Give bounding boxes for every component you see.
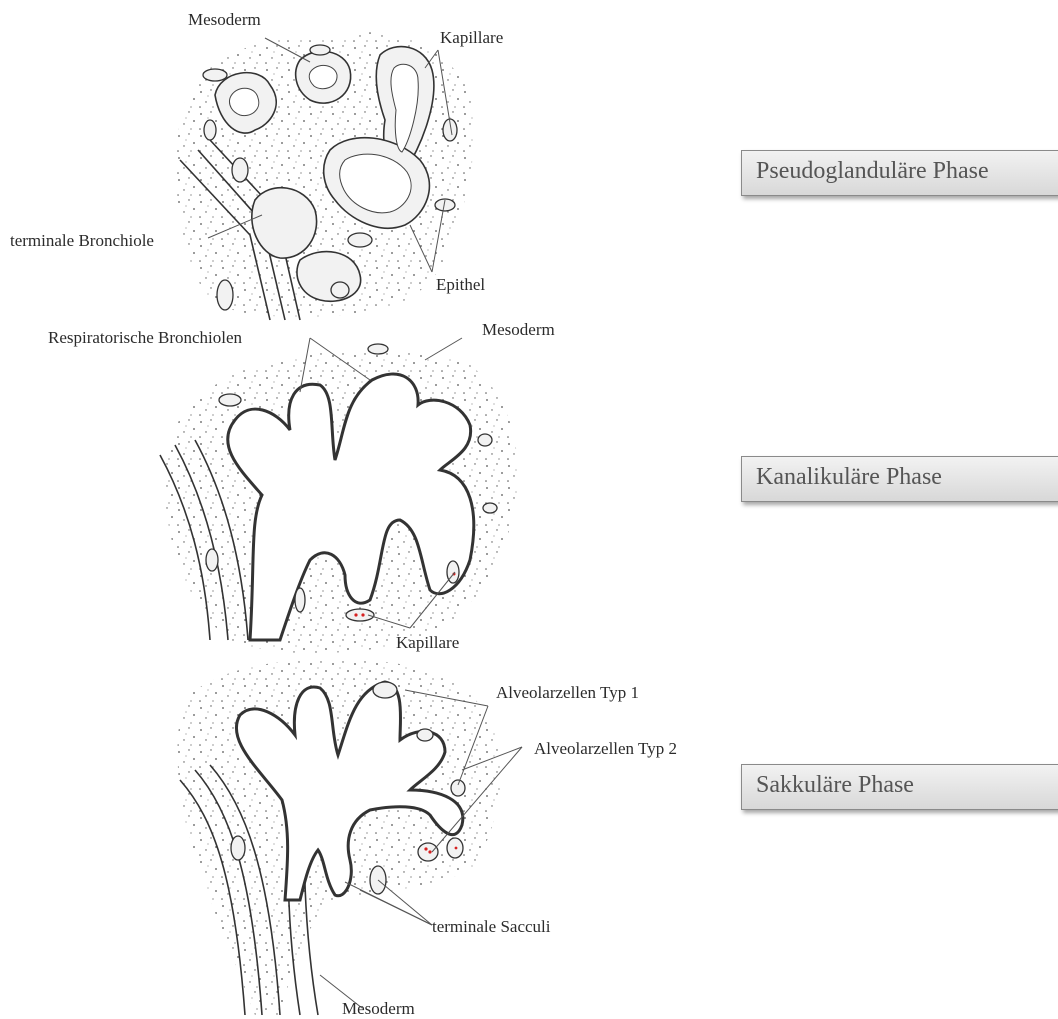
label-p2-kapillare: Kapillare (396, 633, 459, 652)
label-p3-terminale-sacculi: terminale Sacculi (432, 917, 551, 936)
phase-box-canalicular: Kanalikuläre Phase (741, 456, 1058, 502)
label-p3-alveolarzellen-typ2: Alveolarzellen Typ 2 (534, 739, 677, 758)
label-p3-alveolarzellen-typ1: Alveolarzellen Typ 1 (496, 683, 639, 702)
label-p2-respiratorische-bronchiolen: Respiratorische Bronchiolen (48, 328, 243, 347)
canalicular-illustration (160, 338, 518, 653)
label-p1-terminale-bronchiole: terminale Bronchiole (10, 231, 154, 250)
phase-box-pseudoglandular: Pseudoglanduläre Phase (741, 150, 1058, 196)
pseudoglandular-illustration (176, 32, 474, 320)
saccular-illustration (178, 659, 523, 1015)
label-p1-mesoderm: Mesoderm (188, 10, 261, 29)
label-p1-epithel: Epithel (436, 275, 485, 294)
label-p3-mesoderm: Mesoderm (342, 999, 415, 1018)
phase-box-saccular: Sakkuläre Phase (741, 764, 1058, 810)
label-p1-kapillare: Kapillare (440, 28, 503, 47)
label-p2-mesoderm: Mesoderm (482, 320, 555, 339)
